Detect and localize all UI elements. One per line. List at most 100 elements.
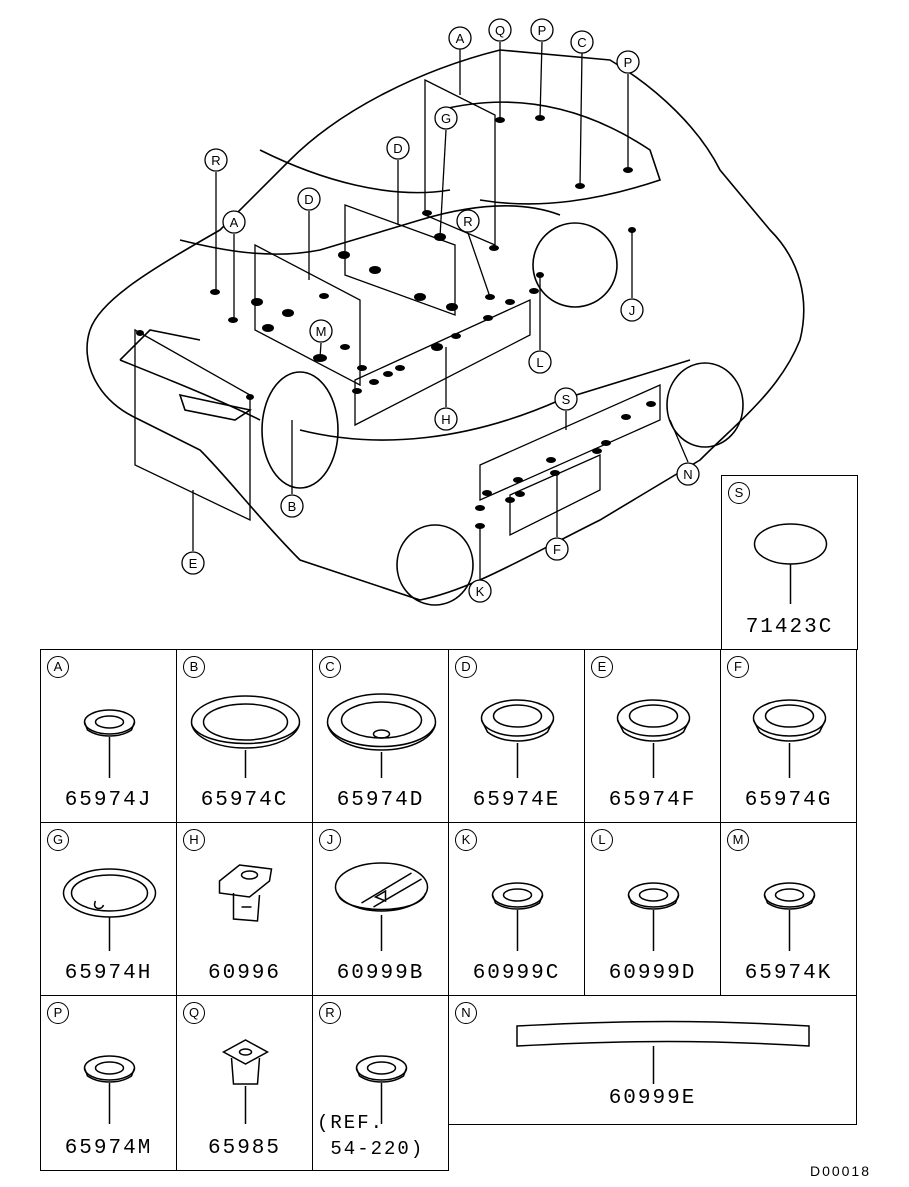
svg-text:D: D xyxy=(393,141,402,156)
callout-p: P xyxy=(530,18,554,42)
svg-text:G: G xyxy=(441,111,451,126)
clip-icon xyxy=(218,864,273,922)
part-number: 65985 xyxy=(207,1137,281,1160)
svg-text:N: N xyxy=(683,467,692,482)
svg-text:C: C xyxy=(577,35,586,50)
callout-l: L xyxy=(528,350,552,374)
callout-a: A xyxy=(448,26,472,50)
small-grommet-icon xyxy=(83,1055,136,1124)
svg-text:Q: Q xyxy=(495,23,505,38)
part-cell-f: F 65974G xyxy=(720,649,857,823)
callout-b: B xyxy=(280,494,304,518)
oval-icon xyxy=(753,523,828,604)
part-number: 60999B xyxy=(336,962,425,985)
part-number: 60996 xyxy=(207,962,281,985)
svg-text:A: A xyxy=(230,215,239,230)
part-letter: N xyxy=(455,1002,477,1024)
part-letter: H xyxy=(183,829,205,851)
callout-e: E xyxy=(181,551,205,575)
part-cell-l: L 60999D xyxy=(584,822,721,996)
svg-text:M: M xyxy=(316,324,327,339)
part-number: 65974C xyxy=(200,789,289,812)
reference-note: (REF. 54-220) xyxy=(317,1112,425,1160)
callout-s: S xyxy=(554,387,578,411)
svg-text:E: E xyxy=(189,556,198,571)
callout-q: Q xyxy=(488,18,512,42)
callout-h: H xyxy=(434,407,458,431)
part-letter: C xyxy=(319,656,341,678)
part-cell-m: M 65974K xyxy=(720,822,857,996)
svg-text:J: J xyxy=(629,303,636,318)
svg-text:P: P xyxy=(624,55,633,70)
callout-a: A xyxy=(222,210,246,234)
svg-text:L: L xyxy=(536,355,543,370)
cap-icon xyxy=(334,862,429,951)
callout-k: K xyxy=(468,579,492,603)
part-number: 60999E xyxy=(608,1087,697,1110)
callout-d: D xyxy=(297,187,321,211)
part-number: 65974K xyxy=(744,962,833,985)
callout-d: D xyxy=(386,136,410,160)
part-letter: P xyxy=(47,1002,69,1024)
callout-m: M xyxy=(309,319,333,343)
leader-lines xyxy=(192,41,689,579)
part-number: 65974J xyxy=(64,789,153,812)
small-grommet-icon xyxy=(763,882,816,951)
svg-text:R: R xyxy=(211,153,220,168)
part-number: 65974D xyxy=(336,789,425,812)
part-letter: F xyxy=(727,656,749,678)
part-number: 65974M xyxy=(64,1137,153,1160)
clip-square-icon xyxy=(221,1039,270,1124)
car-body-outline xyxy=(86,49,805,606)
part-letter: J xyxy=(319,829,341,851)
svg-text:P: P xyxy=(538,23,547,38)
callout-r: R xyxy=(204,148,228,172)
svg-text:R: R xyxy=(463,214,472,229)
part-cell-b: B 65974C xyxy=(176,649,313,823)
grommet-icon xyxy=(616,699,691,778)
svg-text:D: D xyxy=(304,192,313,207)
part-letter: G xyxy=(47,829,69,851)
svg-text:K: K xyxy=(476,584,485,599)
part-letter: M xyxy=(727,829,749,851)
svg-text:B: B xyxy=(288,499,297,514)
part-number: 65974H xyxy=(64,962,153,985)
part-letter: L xyxy=(591,829,613,851)
small-grommet-icon xyxy=(627,882,680,951)
callout-n: N xyxy=(676,462,700,486)
callout-j: J xyxy=(620,298,644,322)
part-number: 71423C xyxy=(745,616,834,639)
part-cell-c: C 65974D xyxy=(312,649,449,823)
svg-text:S: S xyxy=(562,392,571,407)
part-letter: Q xyxy=(183,1002,205,1024)
part-number: 60999C xyxy=(472,962,561,985)
part-number: 65974G xyxy=(744,789,833,812)
callout-labels: A Q P C P G D R R D A M J L S H N B F E K xyxy=(181,18,700,603)
part-letter: D xyxy=(455,656,477,678)
grommet-icon xyxy=(752,699,827,778)
part-cell-h: H 60996 xyxy=(176,822,313,996)
ring-icon xyxy=(62,868,157,951)
grommet-dots xyxy=(136,115,656,529)
deep-grommet-icon xyxy=(326,693,437,778)
grommet-icon xyxy=(480,699,555,778)
part-cell-g: G 65974H xyxy=(40,822,177,996)
part-cell-q: Q 65985 xyxy=(176,995,313,1171)
part-letter: B xyxy=(183,656,205,678)
part-number: 60999D xyxy=(608,962,697,985)
part-cell-r: R(REF. 54-220) xyxy=(312,995,449,1171)
svg-text:F: F xyxy=(553,542,561,557)
part-number: 65974F xyxy=(608,789,697,812)
svg-text:H: H xyxy=(441,412,450,427)
part-cell-n: N 60999E xyxy=(448,995,857,1125)
diagram-code: D00018 xyxy=(809,1163,871,1179)
strip-icon xyxy=(516,1020,810,1084)
part-letter: A xyxy=(47,656,69,678)
callout-f: F xyxy=(545,537,569,561)
part-cell-p: P 65974M xyxy=(40,995,177,1171)
part-cell-j: J 60999B xyxy=(312,822,449,996)
